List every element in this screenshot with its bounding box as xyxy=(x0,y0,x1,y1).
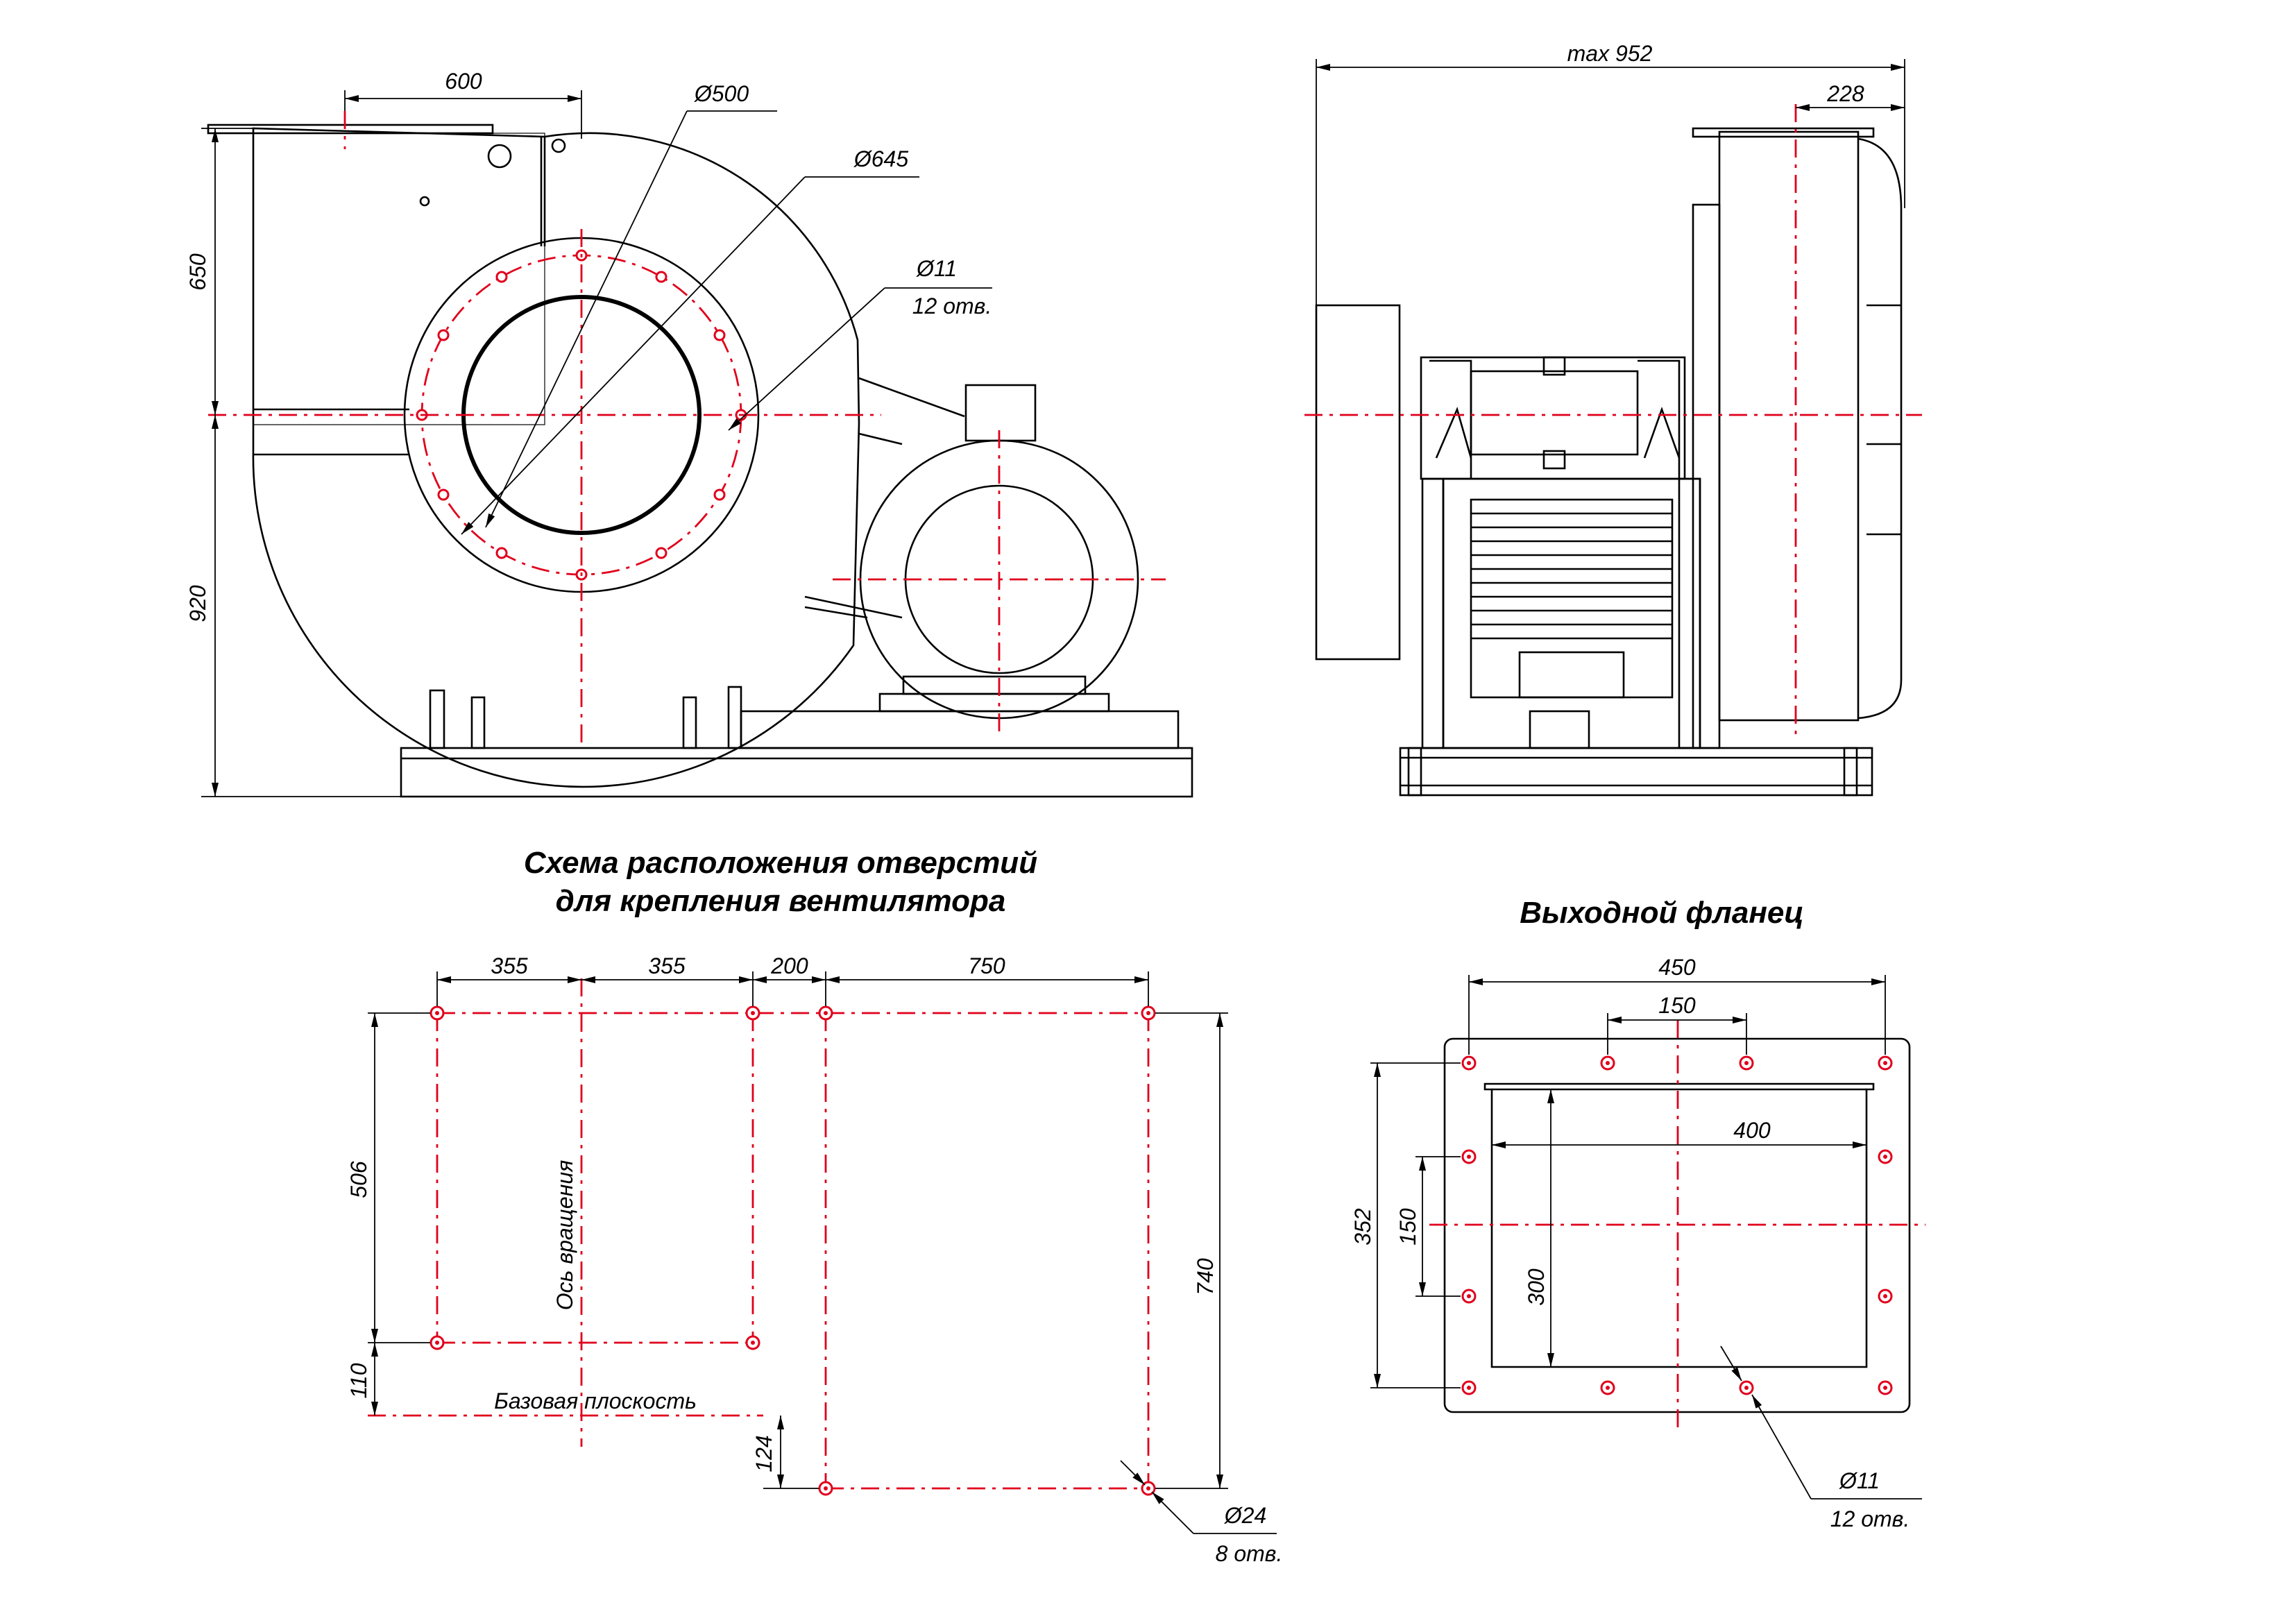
leader-d11b-b xyxy=(1751,1394,1812,1499)
label-920: 920 xyxy=(185,585,210,622)
label-150-left: 150 xyxy=(1395,1208,1420,1246)
hole-scheme: Схема расположения отверстий для креплен… xyxy=(346,846,1282,1566)
label-flange-holes: 12 отв. xyxy=(1830,1506,1910,1531)
leg-left-2 xyxy=(470,696,486,749)
outlet-hole-large xyxy=(487,144,512,169)
label-650: 650 xyxy=(185,253,210,291)
side-view: max 952 228 xyxy=(1304,41,1922,797)
outlet-box xyxy=(253,133,545,425)
front-view: 600 Ø500 Ø645 Ø11 12 отв. 650 920 xyxy=(185,69,1193,798)
leg-right-1 xyxy=(682,696,697,749)
belt-guard-lines xyxy=(804,377,965,619)
side-housing-curve xyxy=(1857,137,1903,720)
hole-scheme-title-1: Схема расположения отверстий xyxy=(524,846,1037,880)
leg-right-2 xyxy=(727,686,742,749)
label-506: 506 xyxy=(346,1161,371,1198)
label-300: 300 xyxy=(1524,1268,1549,1306)
label-750: 750 xyxy=(968,953,1005,978)
side-top-bolt xyxy=(1542,356,1566,376)
front-base-frame xyxy=(400,747,1193,798)
leader-d24-a xyxy=(1120,1460,1146,1486)
side-bottom-bolt xyxy=(1542,450,1566,470)
label-d24: Ø24 xyxy=(1224,1503,1266,1528)
label-8-holes: 8 отв. xyxy=(1216,1541,1283,1566)
side-frame-post-l xyxy=(1421,477,1445,749)
label-228: 228 xyxy=(1826,81,1864,106)
side-inlet-stub xyxy=(1315,304,1401,661)
label-400: 400 xyxy=(1733,1118,1771,1143)
side-shaft-housing xyxy=(1470,370,1639,456)
label-124: 124 xyxy=(751,1435,776,1472)
label-d645: Ø645 xyxy=(853,146,908,171)
label-rotation-axis: Ось вращения xyxy=(552,1160,577,1310)
leader-d645 xyxy=(461,176,806,535)
side-base-post-l xyxy=(1407,747,1422,797)
side-bearing-blocks xyxy=(1429,359,1681,479)
label-600: 600 xyxy=(445,69,482,94)
label-355-a: 355 xyxy=(491,953,528,978)
label-150-top: 150 xyxy=(1658,993,1696,1018)
label-110: 110 xyxy=(346,1363,371,1398)
leader-d24-b xyxy=(1151,1491,1194,1534)
side-base-frame xyxy=(1399,747,1873,797)
leg-left-1 xyxy=(429,689,445,749)
side-motor-body xyxy=(1442,477,1701,749)
outlet-flange: Выходной фланец 450 150 xyxy=(1350,896,1925,1531)
side-motor-foot xyxy=(1529,710,1590,749)
label-d500: Ø500 xyxy=(694,81,749,106)
mount-holes xyxy=(430,1005,1156,1496)
side-housing-body xyxy=(1718,130,1860,722)
flange-opening-outer xyxy=(1483,1082,1875,1368)
label-d11: Ø11 xyxy=(916,256,957,281)
motor-terminal-box xyxy=(964,384,1037,442)
leader-d11 xyxy=(728,287,885,431)
outlet-rivet xyxy=(551,138,566,153)
motor-mount xyxy=(902,675,1087,695)
volute-housing xyxy=(252,127,860,788)
side-motor-terminal xyxy=(1518,651,1625,699)
side-outlet-flange xyxy=(1692,127,1875,138)
label-max952: max 952 xyxy=(1567,41,1653,66)
motor-bed xyxy=(740,710,1180,749)
leader-d500 xyxy=(485,110,688,528)
label-200: 200 xyxy=(770,953,808,978)
outlet-flange-title: Выходной фланец xyxy=(1520,896,1804,930)
label-450: 450 xyxy=(1658,955,1696,980)
motor-fins xyxy=(1471,512,1672,640)
side-frame-post-r xyxy=(1678,477,1701,749)
label-355-b: 355 xyxy=(648,953,686,978)
side-base-post-r xyxy=(1843,747,1858,797)
label-holes: 12 отв. xyxy=(912,294,992,318)
label-352: 352 xyxy=(1350,1208,1375,1246)
label-740: 740 xyxy=(1193,1258,1218,1295)
side-motor-fins-box xyxy=(1470,498,1674,699)
flange-holes xyxy=(1461,1055,1893,1395)
label-flange-d11: Ø11 xyxy=(1839,1468,1880,1493)
side-housing-backplate xyxy=(1692,203,1721,749)
hole-scheme-title-2: для крепления вентилятора xyxy=(556,884,1006,918)
label-base-plane: Базовая плоскость xyxy=(494,1388,697,1413)
side-bearing-ribs xyxy=(1435,407,1681,459)
outlet-hole-small xyxy=(419,196,430,207)
leader-d11b-a xyxy=(1720,1345,1742,1382)
